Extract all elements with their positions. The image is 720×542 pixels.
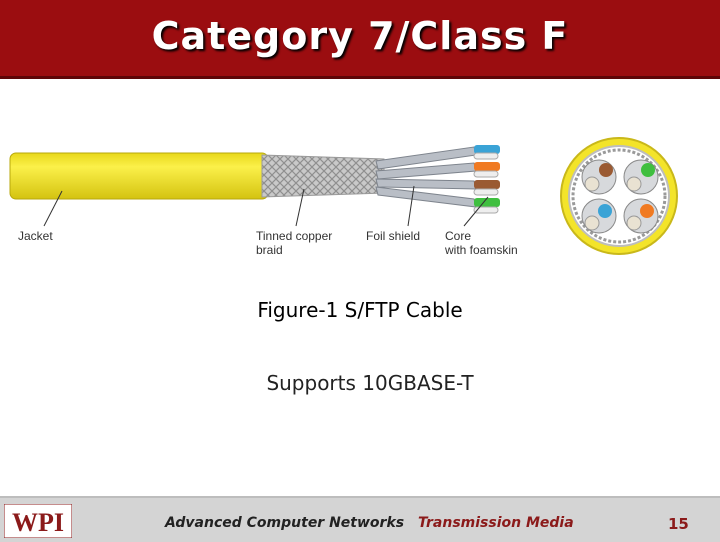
slide-title: Category 7/Class F bbox=[151, 14, 569, 58]
label-foil: Foil shield bbox=[366, 229, 420, 243]
label-core-1: Core bbox=[445, 229, 471, 243]
label-core-2: with foamskin bbox=[444, 243, 518, 257]
pair-green bbox=[623, 159, 659, 195]
label-braid-1: Tinned copper bbox=[256, 229, 332, 243]
tinned-copper-braid bbox=[261, 154, 385, 198]
course-name: Advanced Computer Networks bbox=[165, 515, 405, 531]
title-bar: Category 7/Class F bbox=[0, 0, 720, 79]
footer-bar: WPI Advanced Computer Networks Transmiss… bbox=[0, 496, 720, 542]
wpi-logo: WPI bbox=[3, 503, 73, 539]
cores bbox=[473, 145, 500, 214]
label-jacket: Jacket bbox=[18, 229, 53, 243]
pair-blue bbox=[581, 198, 617, 234]
cable-side-view: Jacket Tinned copper braid Foil shield C… bbox=[4, 131, 537, 261]
figure-caption: Figure-1 S/FTP Cable bbox=[257, 298, 463, 322]
cable-cross-section bbox=[556, 131, 683, 261]
pair-orange bbox=[623, 198, 659, 234]
foil-shield bbox=[375, 146, 477, 208]
pair-brown bbox=[581, 159, 617, 195]
leader-lines bbox=[43, 185, 489, 227]
supports-text: Supports 10GBASE-T bbox=[266, 371, 474, 395]
cable-jacket bbox=[9, 152, 269, 200]
topic-name: Transmission Media bbox=[418, 515, 574, 531]
label-braid-2: braid bbox=[256, 243, 283, 257]
logo-text: WPI bbox=[12, 508, 64, 537]
page-number: 15 bbox=[668, 515, 689, 533]
